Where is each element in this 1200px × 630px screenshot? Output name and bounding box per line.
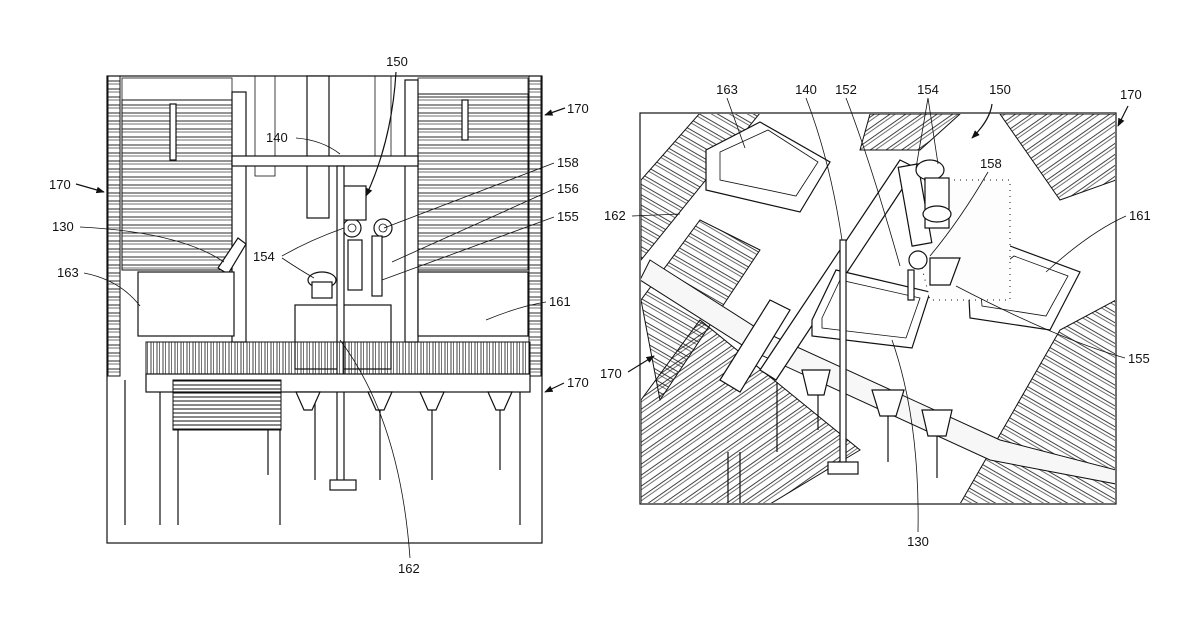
r-label-158: 158 xyxy=(980,156,1002,171)
right-side-rail xyxy=(529,76,541,376)
label-154: 154 xyxy=(253,249,275,264)
bin-161-left xyxy=(418,272,528,336)
label-140: 140 xyxy=(266,130,288,145)
r-label-150: 150 xyxy=(989,82,1011,97)
r-label-162: 162 xyxy=(604,208,626,223)
pole-140-right xyxy=(840,240,846,468)
roller-bed xyxy=(173,380,281,430)
label-170-left: 170 xyxy=(49,177,71,192)
label-130: 130 xyxy=(52,219,74,234)
lower-conveyor xyxy=(146,342,530,374)
conveyor-top-right xyxy=(1000,114,1116,200)
robot-station xyxy=(898,160,1010,300)
label-163: 163 xyxy=(57,265,79,280)
bin-163-left xyxy=(138,272,234,336)
r-label-154: 154 xyxy=(917,82,939,97)
r-label-170-left: 170 xyxy=(600,366,622,381)
gantry-beam xyxy=(232,156,418,166)
r-label-170-top: 170 xyxy=(1120,87,1142,102)
r-label-130: 130 xyxy=(907,534,929,549)
overhead-column xyxy=(307,76,329,218)
r-label-161: 161 xyxy=(1129,208,1151,223)
label-162: 162 xyxy=(398,561,420,576)
label-155: 155 xyxy=(557,209,579,224)
left-figure: 150 170 140 158 156 155 170 130 154 163 … xyxy=(49,54,589,576)
label-161: 161 xyxy=(549,294,571,309)
r-label-152: 152 xyxy=(835,82,857,97)
label-170-bottom: 170 xyxy=(567,375,589,390)
pole-140 xyxy=(337,166,344,488)
right-figure: 163 140 152 154 150 170 158 162 161 170 … xyxy=(600,82,1151,549)
label-170-top: 170 xyxy=(567,101,589,116)
label-156: 156 xyxy=(557,181,579,196)
r-label-163: 163 xyxy=(716,82,738,97)
label-150: 150 xyxy=(386,54,408,69)
left-side-rail xyxy=(108,76,120,376)
r-label-140: 140 xyxy=(795,82,817,97)
r-label-155: 155 xyxy=(1128,351,1150,366)
label-158: 158 xyxy=(557,155,579,170)
